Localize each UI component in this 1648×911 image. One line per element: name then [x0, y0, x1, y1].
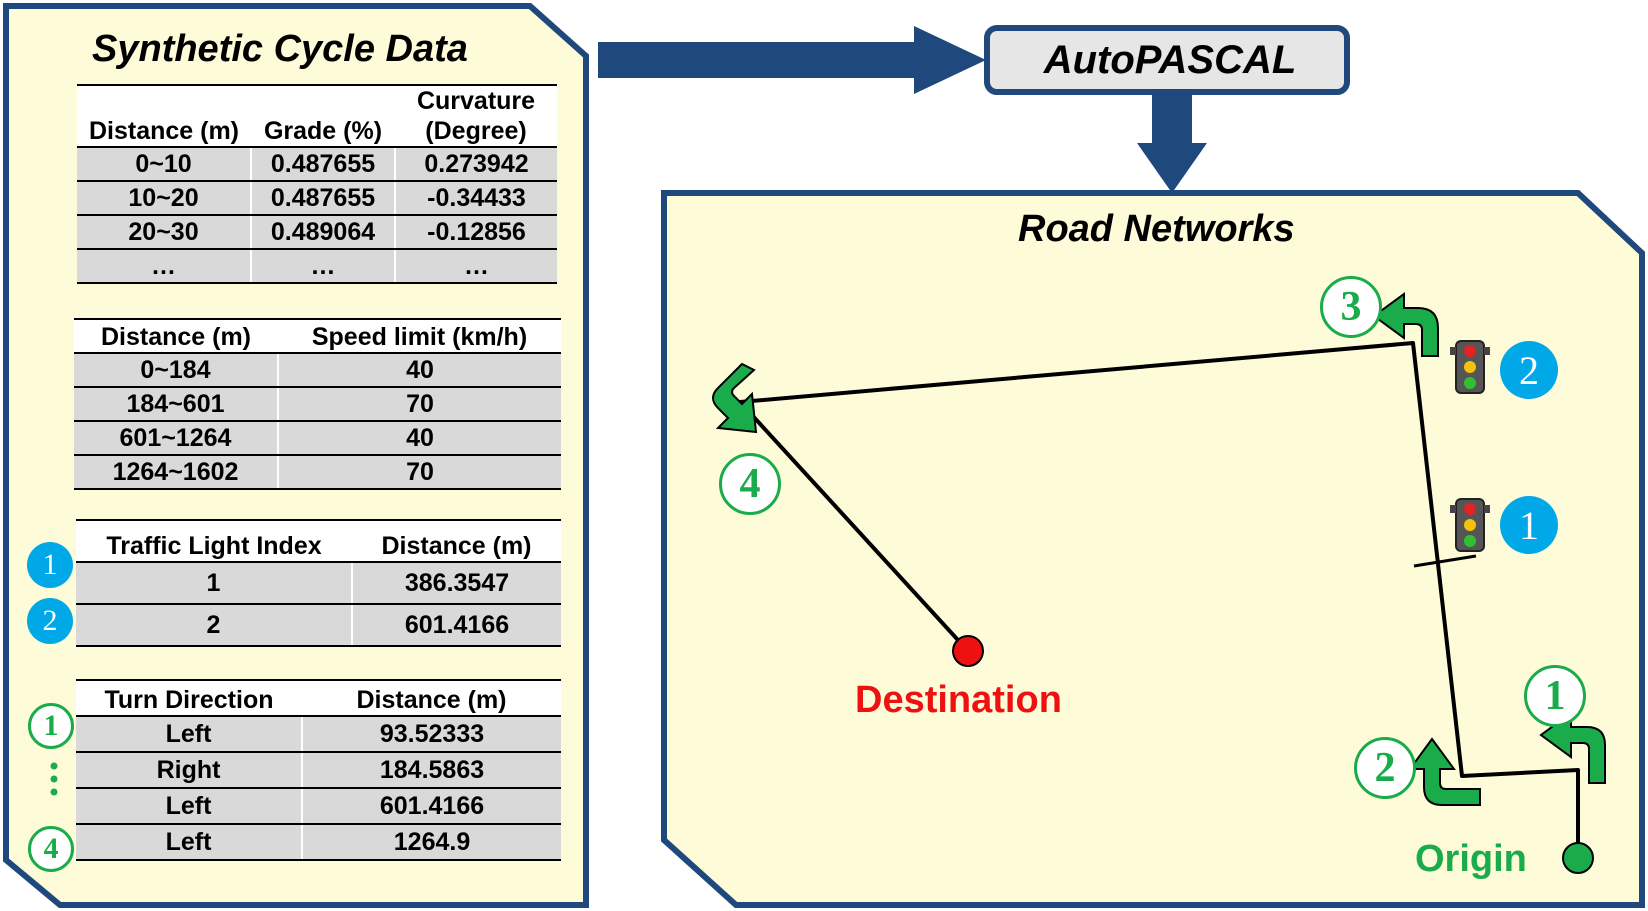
- turn-direction-table: Turn Direction Distance (m) Left 93.5233…: [76, 679, 561, 861]
- traffic-light-stop-line: [1413, 554, 1477, 568]
- map-turn-marker-3: 3: [1320, 276, 1382, 338]
- table-row: 1 386.3547: [76, 562, 561, 605]
- table-cell: 184.5863: [301, 752, 561, 789]
- table-cell: Left: [76, 788, 302, 825]
- turn-table-header: Distance (m): [302, 679, 561, 717]
- light-table-header: Traffic Light Index: [76, 519, 352, 563]
- table-row: Left 1264.9: [76, 824, 561, 861]
- table-cell: Left: [76, 824, 302, 861]
- speed-table-header: Distance (m): [74, 318, 278, 354]
- road-table-header: Distance (m): [77, 84, 251, 148]
- turn-table-header: Turn Direction: [76, 679, 302, 717]
- turn-arrow-icon: [1372, 292, 1439, 357]
- table-cell: …: [250, 249, 395, 284]
- arrow-to-autopascal: [598, 26, 986, 94]
- map-turn-marker-4: 4: [719, 453, 781, 515]
- table-cell: Left: [76, 716, 302, 753]
- table-cell: 40: [277, 421, 561, 456]
- table-cell: 40: [277, 353, 561, 388]
- table-cell: 2: [76, 604, 352, 647]
- table-row: 10~20 0.487655 -0.34433: [77, 181, 557, 216]
- traffic-light-icon: [1450, 340, 1490, 394]
- speed-limit-table: Distance (m) Speed limit (km/h) 0~184 40…: [74, 318, 561, 490]
- ellipsis-dot: [50, 762, 58, 770]
- table-cell: 0.487655: [250, 181, 395, 216]
- table-cell: -0.34433: [394, 181, 557, 216]
- table-row: 0~184 40: [74, 353, 561, 388]
- table-row: 184~601 70: [74, 387, 561, 422]
- map-turn-marker-2: 2: [1354, 737, 1416, 799]
- turn-arrow-icon: [712, 362, 758, 434]
- destination-dot: [952, 635, 984, 667]
- table-row: … … …: [77, 249, 557, 284]
- map-turn-marker-1: 1: [1524, 665, 1586, 727]
- left-panel-title: Synthetic Cycle Data: [92, 28, 468, 70]
- road-table-header: Grade (%): [251, 84, 395, 148]
- table-cell: 70: [277, 387, 561, 422]
- turn-marker-1: 1: [28, 703, 74, 749]
- table-cell: 93.52333: [301, 716, 561, 753]
- map-traffic-light-marker-2: 2: [1500, 341, 1558, 399]
- table-row: Left 601.4166: [76, 788, 561, 825]
- table-cell: -0.12856: [394, 215, 557, 250]
- table-cell: 70: [277, 455, 561, 490]
- ellipsis-dot: [50, 775, 58, 783]
- origin-label: Origin: [1415, 838, 1527, 880]
- table-row: Right 184.5863: [76, 752, 561, 789]
- table-cell: 601.4166: [351, 604, 561, 647]
- table-cell: 0~184: [74, 353, 278, 388]
- origin-dot: [1562, 842, 1594, 874]
- table-cell: 1264.9: [301, 824, 561, 861]
- traffic-light-marker-1: 1: [27, 542, 73, 588]
- table-cell: 20~30: [77, 215, 251, 250]
- table-cell: 1264~1602: [74, 455, 278, 490]
- table-cell: 601.4166: [301, 788, 561, 825]
- table-row: 601~1264 40: [74, 421, 561, 456]
- table-cell: 10~20: [77, 181, 251, 216]
- right-panel-title: Road Networks: [1018, 208, 1295, 250]
- turn-arrow-icon: [1539, 711, 1606, 784]
- table-row: Left 93.52333: [76, 716, 561, 753]
- destination-label: Destination: [855, 679, 1062, 721]
- road-route: [738, 341, 1580, 858]
- table-row: 1264~1602 70: [74, 455, 561, 490]
- traffic-light-icon: [1450, 498, 1490, 552]
- turn-marker-4: 4: [28, 826, 74, 872]
- table-cell: 0.489064: [250, 215, 395, 250]
- table-cell: 0.487655: [250, 147, 395, 182]
- turn-arrow-icon: [1408, 737, 1481, 806]
- speed-table-header: Speed limit (km/h): [278, 318, 561, 354]
- table-cell: 601~1264: [74, 421, 278, 456]
- table-cell: 1: [76, 562, 352, 605]
- light-table-header: Distance (m): [352, 519, 561, 563]
- table-cell: 0.273942: [394, 147, 557, 182]
- table-cell: 0~10: [77, 147, 251, 182]
- table-cell: …: [394, 249, 557, 284]
- table-cell: 386.3547: [351, 562, 561, 605]
- ellipsis-dot: [50, 788, 58, 796]
- traffic-light-table: Traffic Light Index Distance (m) 1 386.3…: [76, 519, 561, 647]
- table-cell: …: [77, 249, 251, 284]
- road-table-header: Curvature (Degree): [395, 84, 557, 148]
- autopascal-label: AutoPASCAL: [1043, 38, 1297, 82]
- table-row: 20~30 0.489064 -0.12856: [77, 215, 557, 250]
- map-traffic-light-marker-1: 1: [1500, 496, 1558, 554]
- table-row: 2 601.4166: [76, 604, 561, 647]
- autopascal-box: [984, 25, 1350, 95]
- traffic-light-marker-2: 2: [27, 598, 73, 644]
- road-attribute-table: Distance (m) Grade (%) Curvature (Degree…: [77, 84, 557, 284]
- table-cell: 184~601: [74, 387, 278, 422]
- right-panel-frame: [661, 190, 1645, 908]
- table-row: 0~10 0.487655 0.273942: [77, 147, 557, 182]
- arrow-to-road-networks: [1137, 95, 1207, 193]
- table-cell: Right: [76, 752, 302, 789]
